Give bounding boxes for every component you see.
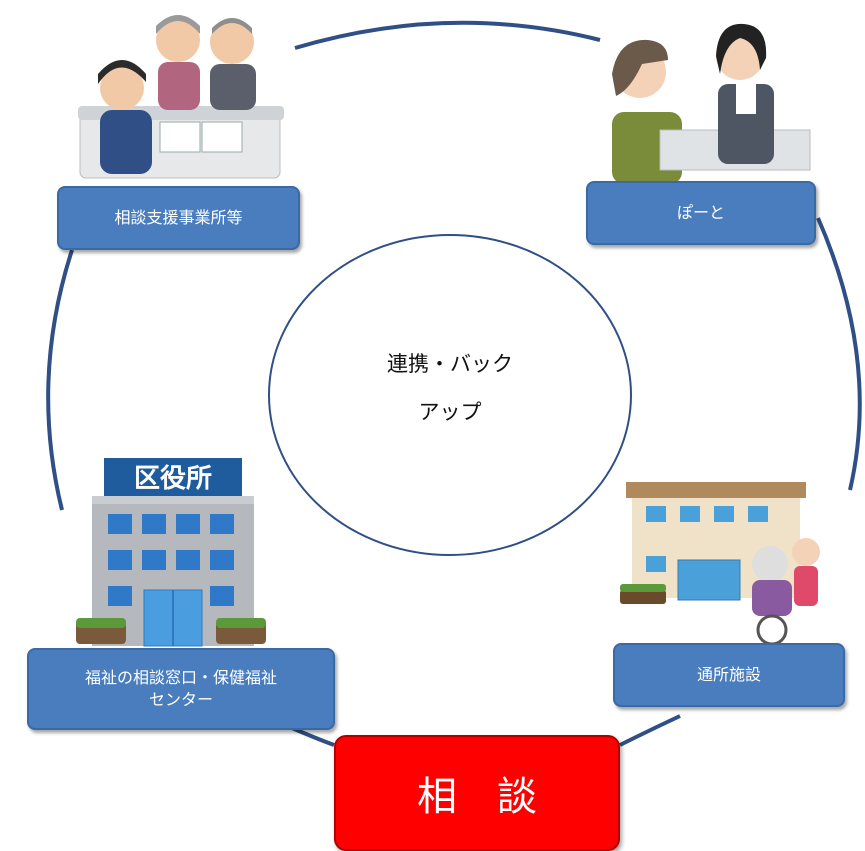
node-port-label: ぽーと [676,203,725,222]
ring-arc-bottom-right [619,714,681,747]
node-port[interactable]: ぽーと [586,181,816,245]
ring-arc-right [816,217,862,491]
center-label: 連携・バック アップ [300,340,600,436]
ring-arc-left [46,249,74,511]
ring-arc-bottom-left [291,726,335,747]
node-welfare-window-line2: センター [148,690,213,709]
node-consultation-support-office-label: 相談支援事業所等 [114,208,243,227]
ward-office-sign: 区役所 [134,464,212,494]
node-consultation-support-office[interactable]: 相談支援事業所等 [57,186,300,250]
day-care-facility-icon [620,482,820,646]
node-day-facility-label: 通所施設 [696,665,761,684]
counselor-meeting-icon [78,15,284,179]
node-day-facility[interactable]: 通所施設 [613,643,845,707]
center-circle [268,234,632,556]
ring-arc-top [294,20,601,50]
node-welfare-window-line1: 福祉の相談窓口・保健福祉 [84,668,277,687]
consultation-box[interactable]: 相 談 [334,735,620,851]
node-welfare-consultation-window[interactable]: 福祉の相談窓口・保健福祉 センター [27,648,335,730]
center-label-line1: 連携・バック [387,352,513,376]
consultation-label: 相 談 [417,774,537,820]
office-reception-icon [612,23,811,184]
ward-office-building-icon [76,458,266,647]
center-label-line2: アップ [418,400,482,424]
